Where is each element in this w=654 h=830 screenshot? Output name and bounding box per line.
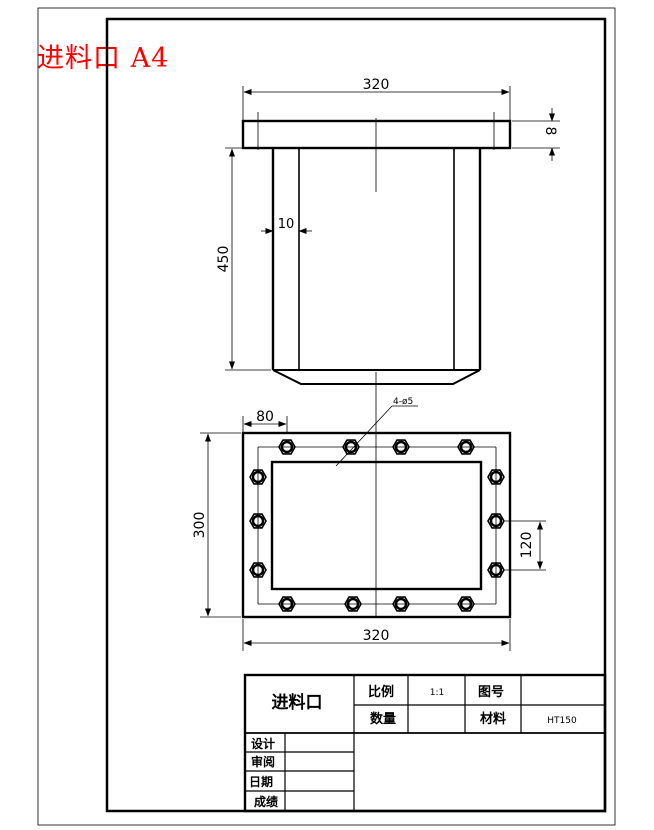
bolt-hole-circle (489, 563, 503, 577)
bolt-hole (392, 596, 410, 612)
hole-callout: 4-ø5 (393, 397, 413, 407)
bolt-hole (457, 439, 475, 455)
bolt-nut-outline (342, 439, 360, 455)
bolt-holes (249, 439, 505, 612)
bolt-hole-circle (394, 440, 408, 454)
bolt-hole-circle (251, 563, 265, 577)
drawing-sheet-title: 进料口 A4 (37, 43, 170, 74)
dim-text-top-width: 320 (363, 77, 390, 93)
bolt-hole-circle (489, 470, 503, 484)
bolt-hole (344, 596, 362, 612)
title-date-label: 日期 (249, 774, 273, 789)
bolt-nut-outline (457, 596, 475, 612)
bolt-nut-outline (249, 513, 267, 529)
plan-view-opening (270, 460, 483, 591)
bolt-hole (487, 562, 505, 578)
bolt-nut-outline (392, 596, 410, 612)
title-material-label: 材料 (480, 711, 506, 727)
bolt-hole (342, 439, 360, 455)
front-view-flange (241, 119, 512, 150)
bolt-hole (487, 469, 505, 485)
title-review-label: 审阅 (251, 754, 275, 769)
title-scale-label: 比例 (368, 684, 394, 700)
dim-text-hole-pitch: 120 (519, 532, 535, 559)
bolt-nut-outline (249, 562, 267, 578)
bolt-hole-circle (280, 440, 294, 454)
dim-text-plan-height: 300 (192, 512, 208, 539)
bolt-hole-circle (459, 597, 473, 611)
bolt-hole (249, 469, 267, 485)
sheet-outer-border (37, 7, 616, 826)
title-design-label: 设计 (251, 736, 275, 751)
sheet-inner-frame (105, 17, 607, 813)
title-scale-value: 1:1 (430, 688, 444, 698)
bolt-nut-outline (278, 439, 296, 455)
bolt-hole (487, 513, 505, 529)
front-view-dimensions (225, 86, 560, 371)
bolt-nut-outline (487, 513, 505, 529)
hole-leader-line (335, 405, 393, 467)
bolt-hole-circle (344, 440, 358, 454)
front-view (241, 112, 512, 440)
bolt-hole-circle (251, 514, 265, 528)
bolt-nut-outline (457, 439, 475, 455)
bolt-hole-circle (489, 514, 503, 528)
bolt-hole-circle (459, 440, 473, 454)
bolt-nut-outline (487, 562, 505, 578)
title-block (243, 673, 607, 813)
bolt-hole (278, 596, 296, 612)
plan-view-dimensions (200, 405, 546, 651)
bolt-nut-outline (249, 469, 267, 485)
bolt-hole (249, 562, 267, 578)
bolt-nut-outline (487, 469, 505, 485)
bolt-hole-circle (394, 597, 408, 611)
dim-text-plan-width: 320 (363, 628, 390, 644)
dim-text-height: 450 (216, 246, 232, 273)
bolt-hole-circle (346, 597, 360, 611)
title-material-value: HT150 (547, 716, 577, 726)
plan-view-outer-flange (241, 431, 512, 619)
bolt-hole (457, 596, 475, 612)
bolt-hole (249, 513, 267, 529)
front-view-chamfer (272, 369, 481, 385)
bolt-nut-outline (344, 596, 362, 612)
bolt-hole (392, 439, 410, 455)
dim-text-wall: 10 (278, 217, 295, 232)
bolt-hole (278, 439, 296, 455)
title-quantity-label: 数量 (370, 711, 396, 727)
bolt-nut-outline (278, 596, 296, 612)
dim-text-flange-thickness: 8 (542, 127, 558, 136)
title-block-frame (243, 673, 607, 813)
dim-text-bolt-offset: 80 (256, 409, 274, 425)
title-grade-label: 成绩 (254, 794, 278, 809)
title-part-name: 进料口 (272, 692, 323, 713)
title-drawing-no-label: 图号 (478, 685, 504, 700)
plan-view (241, 431, 512, 619)
bolt-nut-outline (392, 439, 410, 455)
bolt-hole-circle (280, 597, 294, 611)
bolt-hole-circle (251, 470, 265, 484)
